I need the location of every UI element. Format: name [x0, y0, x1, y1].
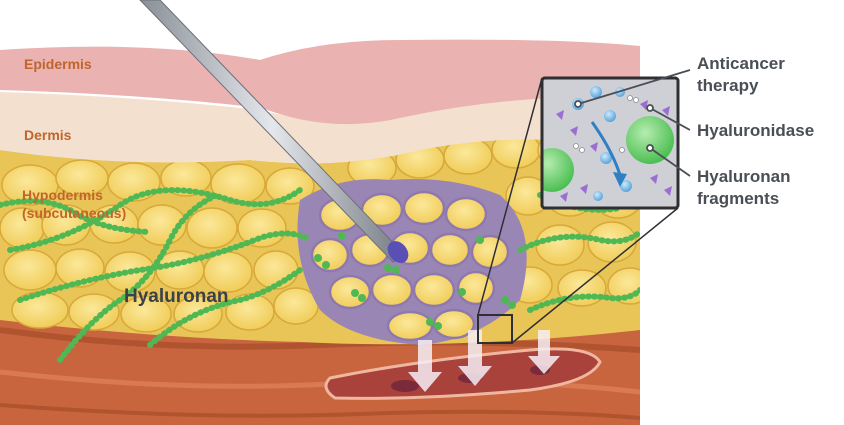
label-hypodermis: Hypodermis	[22, 187, 103, 203]
label-epidermis: Epidermis	[24, 56, 92, 72]
label-hyaluronan: Hyaluronan	[124, 286, 229, 308]
inset-cell	[626, 116, 674, 164]
callout-fragments-line2: fragments	[697, 189, 779, 209]
callout-hyaluronidase: Hyaluronidase	[697, 121, 814, 141]
callout-anticancer-line1: Anticancer	[697, 54, 785, 74]
label-dermis: Dermis	[24, 127, 71, 143]
inset-panel	[530, 78, 678, 208]
callout-fragments-line1: Hyaluronan	[697, 167, 791, 187]
label-hypodermis-subtitle: (subcutaneous)	[22, 205, 126, 221]
callout-anticancer-line2: therapy	[697, 76, 758, 96]
